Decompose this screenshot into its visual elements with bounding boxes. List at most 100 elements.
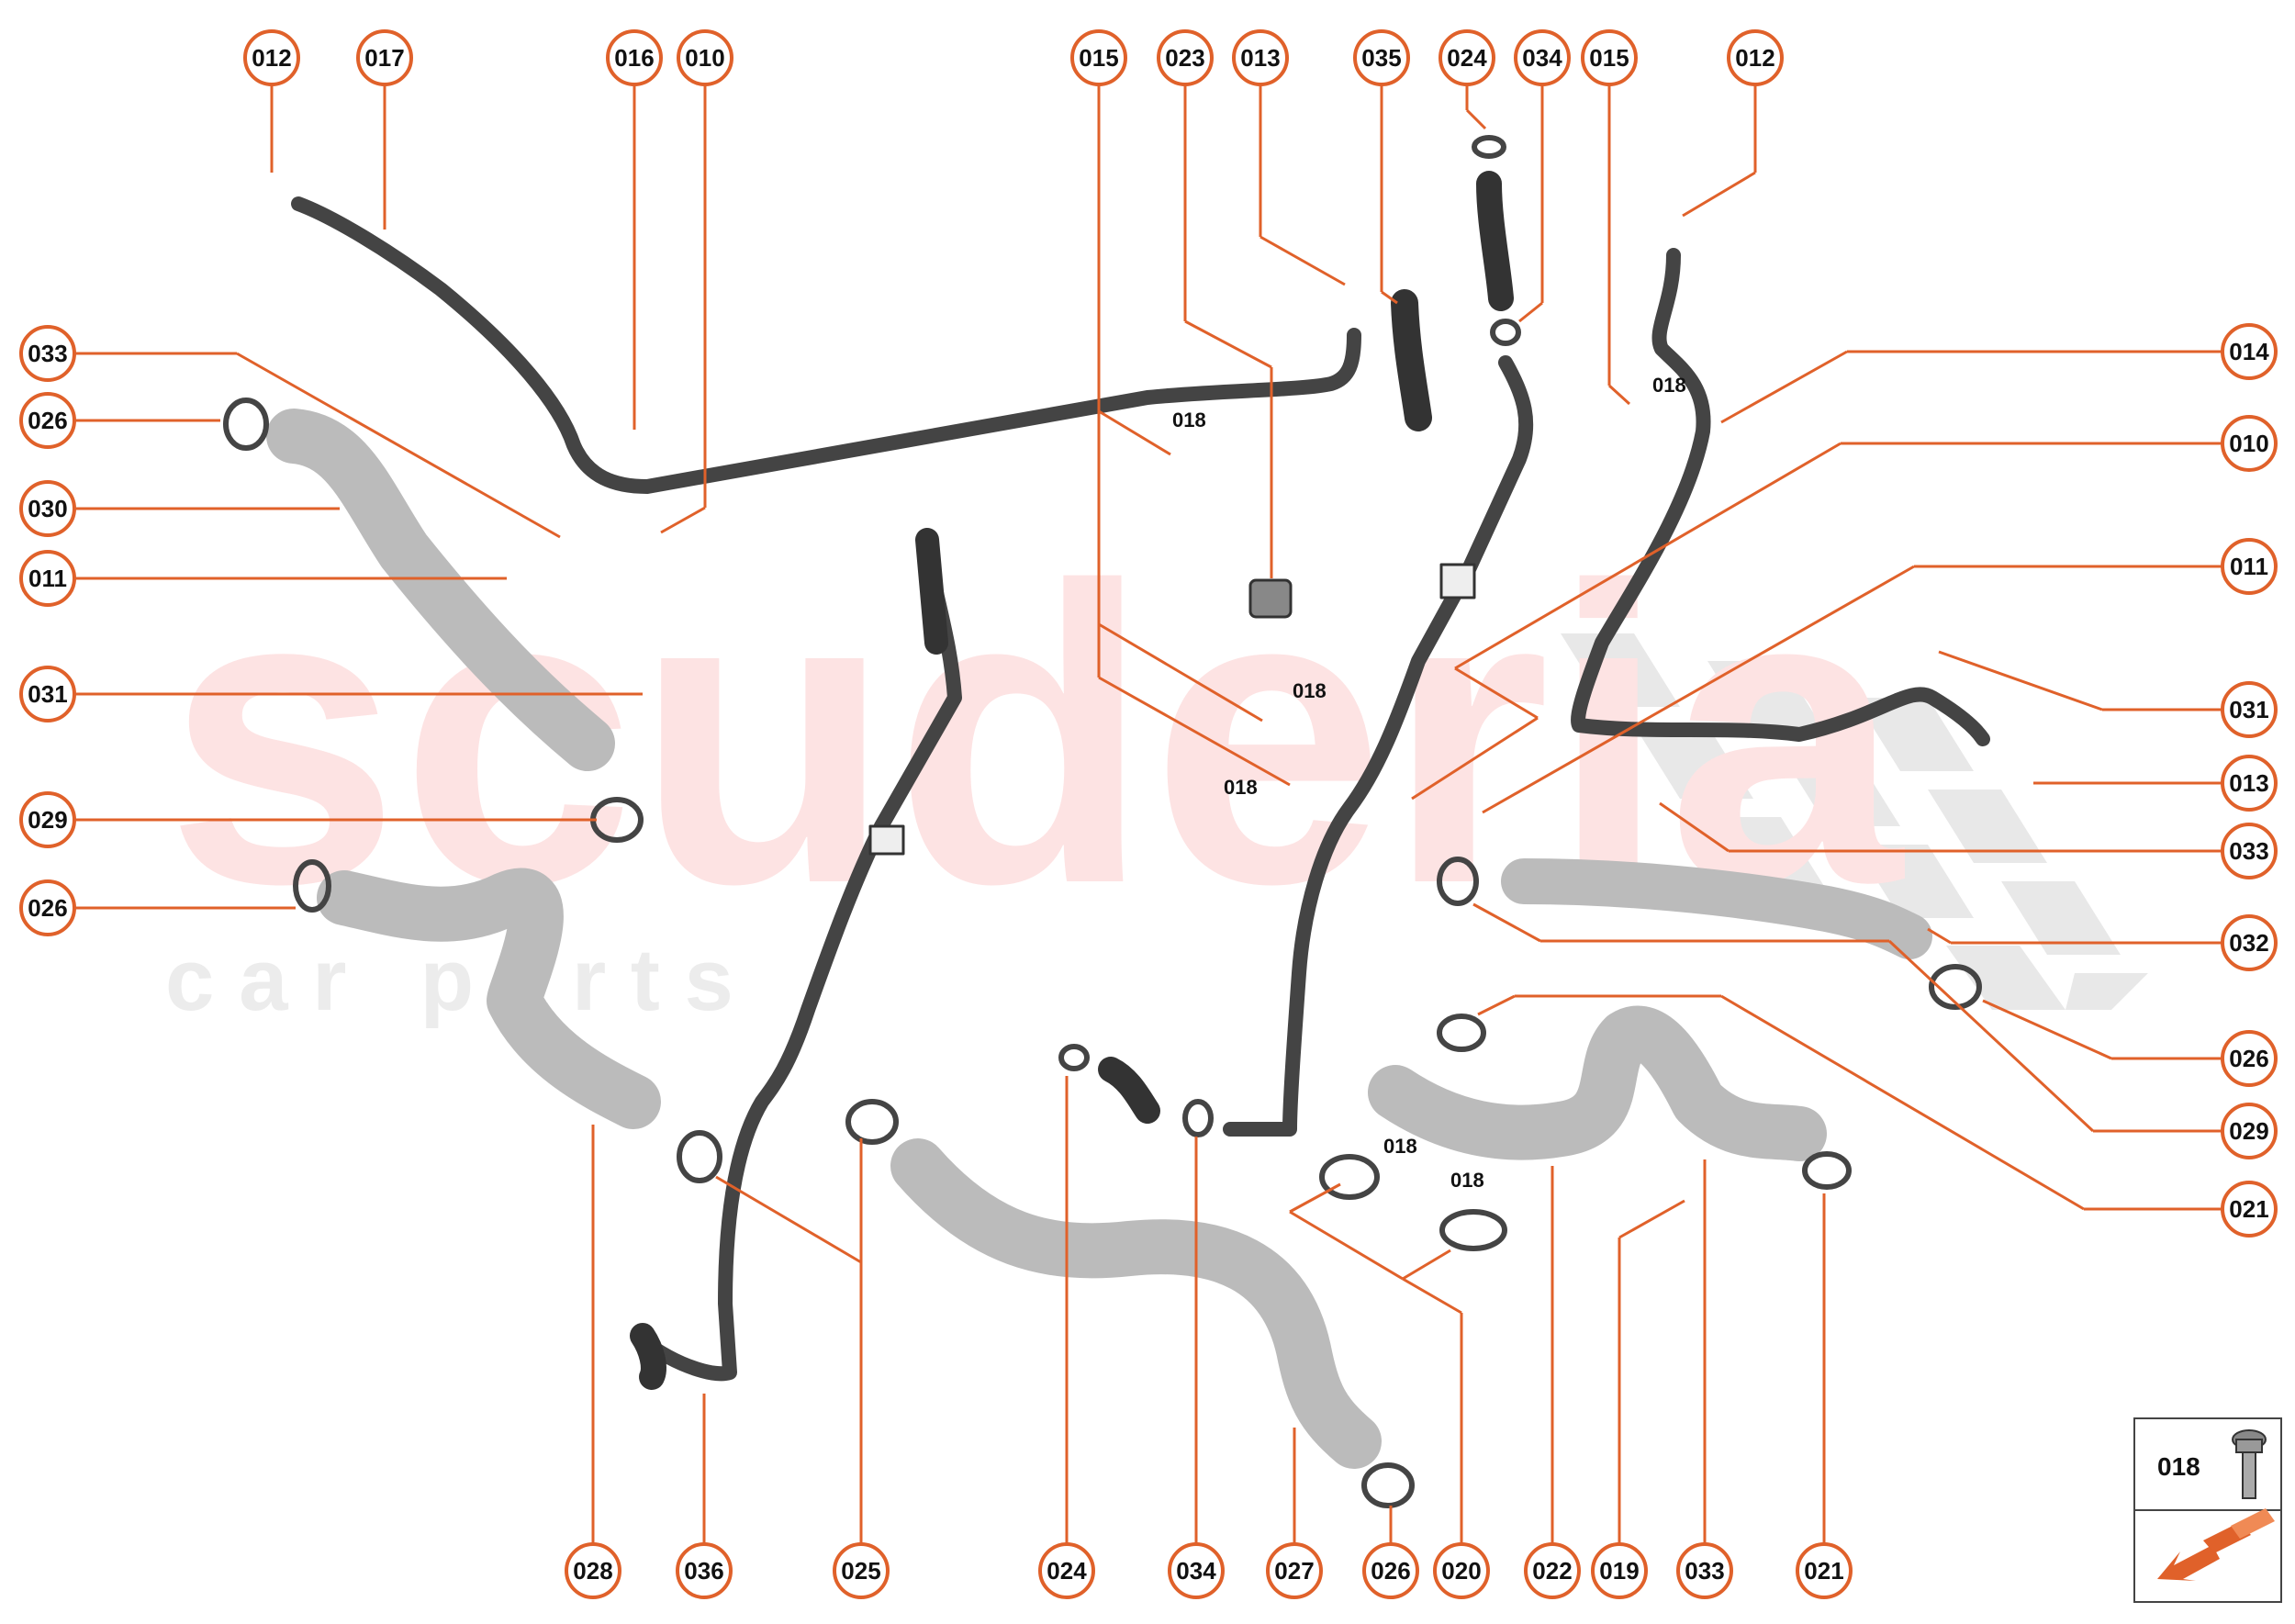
callout-017: 017 (356, 29, 413, 230)
hose-035 (1391, 289, 1432, 431)
callout-label: 033 (2229, 837, 2268, 865)
callout-label: 030 (28, 495, 67, 522)
callout-label: 013 (1240, 44, 1280, 72)
callout-bubble (2221, 1103, 2278, 1159)
callout-bubble (19, 480, 76, 537)
callout-label: 028 (573, 1557, 612, 1585)
callout-034: 034 (1168, 1137, 1225, 1599)
callout-012: 012 (243, 29, 300, 173)
callout-label: 034 (1176, 1557, 1216, 1585)
callout-023: 023 (1157, 29, 1273, 578)
callout-label: 019 (1599, 1557, 1639, 1585)
callout-021: 021 (1796, 1193, 1853, 1599)
callout-label: 021 (2229, 1195, 2268, 1223)
leader-line (1682, 171, 1756, 218)
clamp-024-b (1058, 1044, 1090, 1071)
callout-bubble (676, 1542, 733, 1599)
callout-bubble (1727, 29, 1784, 86)
callout-label: 026 (28, 407, 67, 434)
callout-026: 026 (1362, 1506, 1419, 1599)
callout-bubble (19, 392, 76, 449)
checkered-flag-watermark (1561, 633, 2148, 1010)
callout-010: 010 (660, 29, 733, 534)
part-label-018: 018 (1450, 1169, 1484, 1192)
callout-028: 028 (565, 1125, 621, 1599)
callout-bubble (19, 666, 76, 722)
leader-line (1098, 622, 1263, 722)
hose-024-lower (1098, 1057, 1160, 1124)
callout-bubble (2221, 681, 2278, 738)
callout-bubble (1232, 29, 1289, 86)
hose-main-center (1223, 355, 1534, 1137)
leader-line (1381, 290, 1398, 305)
callout-021: 021 (1477, 994, 2278, 1238)
callout-bubble (2221, 914, 2278, 971)
callout-026: 026 (19, 879, 296, 936)
callout-bubble (1591, 1542, 1648, 1599)
callout-label: 034 (1522, 44, 1562, 72)
callout-019: 019 (1591, 1199, 1685, 1599)
part-label-018: 018 (1172, 409, 1206, 431)
callout-bubble (1514, 29, 1571, 86)
callout-014: 014 (1720, 323, 2278, 424)
hose-left-vertical (635, 534, 962, 1382)
callout-bubble (1070, 29, 1127, 86)
callout-015: 015 (1070, 29, 1291, 787)
clamp-026-a (223, 398, 269, 451)
hose-032 (1501, 858, 1932, 959)
clamp-026-d (1929, 964, 1982, 1010)
hose-027 (890, 1138, 1382, 1469)
callout-label: 026 (28, 894, 67, 922)
callout-label: 011 (28, 565, 67, 592)
callout-026: 026 (1982, 999, 2278, 1087)
leader-line (1720, 994, 2085, 1211)
callout-bubble (1676, 1542, 1733, 1599)
callout-020: 020 (1289, 1182, 1490, 1599)
clamp-025-b (845, 1099, 899, 1145)
callout-013: 013 (2033, 755, 2278, 812)
callout-label: 021 (1804, 1557, 1843, 1585)
legend-label: 018 (2157, 1452, 2200, 1481)
callout-032: 032 (1927, 914, 2278, 971)
legend-box: 018 (2133, 1417, 2282, 1603)
clamp-025-a (677, 1130, 722, 1183)
callout-bubble (1157, 29, 1214, 86)
callout-label: 031 (28, 680, 67, 708)
callout-label: 033 (28, 340, 67, 367)
leader-line (1454, 442, 1842, 670)
leader-line (1465, 108, 1487, 130)
callout-label: 012 (252, 44, 291, 72)
callout-024: 024 (1038, 1076, 1095, 1599)
leader-line (1982, 999, 2112, 1060)
leader-line (1454, 666, 1539, 720)
leader-line (1659, 801, 1730, 853)
leader-line (1289, 1210, 1404, 1281)
leader-line (236, 352, 561, 539)
callout-label: 032 (2229, 929, 2268, 957)
callout-bubble (19, 550, 76, 607)
callout-label: 029 (28, 806, 67, 834)
callout-label: 012 (1735, 44, 1774, 72)
callout-030: 030 (19, 480, 340, 537)
callout-label: 026 (1371, 1557, 1410, 1585)
leader-line (1607, 384, 1631, 406)
leader-line (1477, 994, 1516, 1016)
leader-line (1927, 927, 1952, 945)
callout-027: 027 (1266, 1428, 1323, 1599)
callout-label: 029 (2229, 1117, 2268, 1145)
leader-line (1472, 902, 1541, 943)
callout-label: 017 (364, 44, 404, 72)
callout-label: 033 (1685, 1557, 1724, 1585)
callout-bubble (1581, 29, 1638, 86)
leader-line (715, 1175, 862, 1264)
leader-line (1518, 301, 1543, 323)
callout-012: 012 (1682, 29, 1784, 218)
callout-bubble (1038, 1542, 1095, 1599)
callout-label: 010 (685, 44, 724, 72)
callout-label: 015 (1589, 44, 1629, 72)
callout-bubble (833, 1542, 890, 1599)
clamp-034-a (1490, 319, 1521, 346)
callout-034: 034 (1514, 29, 1571, 323)
callout-013: 013 (1232, 29, 1346, 286)
